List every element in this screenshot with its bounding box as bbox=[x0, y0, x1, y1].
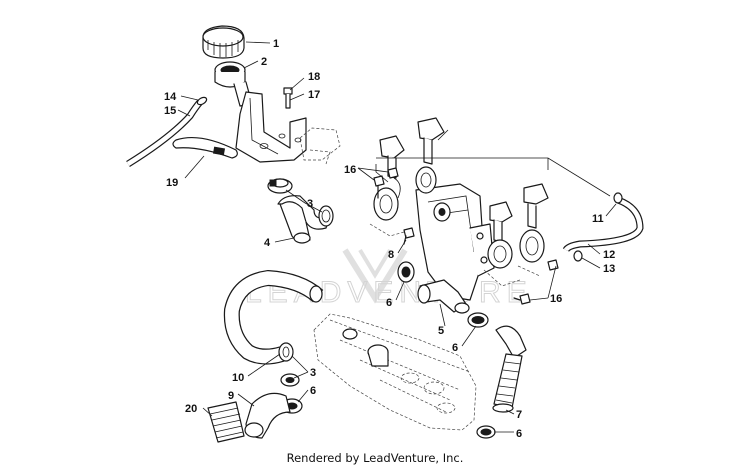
callout-6-pump: 6 bbox=[386, 297, 392, 309]
injector-lower-right[interactable] bbox=[517, 183, 549, 277]
callout-11: 11 bbox=[592, 213, 604, 225]
injector-lower-left[interactable] bbox=[483, 201, 521, 287]
injector-upper-left[interactable] bbox=[369, 135, 405, 237]
callout-12: 12 bbox=[603, 249, 615, 261]
callout-6-outlet: 6 bbox=[452, 342, 458, 354]
leader-lines bbox=[177, 41, 617, 433]
cylinder-head-ghost bbox=[313, 313, 477, 431]
callout-10: 10 bbox=[232, 372, 244, 384]
callout-15: 15 bbox=[164, 105, 176, 117]
callout-7: 7 bbox=[516, 409, 522, 421]
reservoir-bracket[interactable] bbox=[235, 91, 307, 163]
callout-6-lower: 6 bbox=[310, 385, 316, 397]
hose-clamp-lower-b[interactable] bbox=[280, 373, 300, 387]
hose-clamp-outlet[interactable] bbox=[467, 312, 489, 328]
hose-clamp-upper[interactable] bbox=[267, 178, 293, 194]
bolt-16-c[interactable] bbox=[513, 293, 531, 305]
corrugated-outlet-hose[interactable] bbox=[492, 325, 527, 413]
outlet-pipe[interactable] bbox=[417, 279, 470, 314]
callout-20: 20 bbox=[185, 403, 197, 415]
callout-4: 4 bbox=[264, 237, 271, 249]
filler-cap[interactable] bbox=[202, 25, 245, 59]
filler-neck[interactable] bbox=[214, 61, 253, 107]
bolt-16-a[interactable] bbox=[373, 175, 385, 199]
callout-3-lower: 3 bbox=[310, 367, 316, 379]
ghost-mount bbox=[299, 127, 341, 165]
callout-13: 13 bbox=[603, 263, 615, 275]
corrugated-hose[interactable] bbox=[207, 401, 245, 443]
callout-1: 1 bbox=[273, 38, 279, 50]
upper-elbow-hose[interactable] bbox=[277, 195, 331, 244]
cable-tie[interactable] bbox=[172, 137, 238, 159]
callout-17: 17 bbox=[308, 89, 320, 101]
callout-6-bottom: 6 bbox=[516, 428, 522, 440]
grouping-lines bbox=[375, 157, 611, 197]
callout-16-lower: 16 bbox=[550, 293, 562, 305]
head-fitting[interactable] bbox=[342, 328, 389, 367]
bypass-hose[interactable] bbox=[562, 196, 644, 252]
callout-8: 8 bbox=[388, 249, 394, 261]
hose-clamp-bottom[interactable] bbox=[476, 425, 496, 439]
hose-clamp-mid[interactable] bbox=[318, 205, 334, 227]
bolt-16-d[interactable] bbox=[547, 259, 559, 271]
callout-labels: 1 2 3 4 5 6 6 7 8 9 10 11 12 13 14 15 16… bbox=[164, 38, 615, 440]
injector-upper-right[interactable] bbox=[415, 117, 449, 194]
footer-credit: Rendered by LeadVenture, Inc. bbox=[286, 451, 464, 465]
hose-clamp-13[interactable] bbox=[573, 250, 583, 262]
coolant-hose-long[interactable] bbox=[223, 269, 324, 365]
water-pump-housing[interactable] bbox=[415, 183, 495, 301]
callout-19: 19 bbox=[166, 177, 178, 189]
callout-2: 2 bbox=[261, 56, 267, 68]
callout-14: 14 bbox=[164, 91, 177, 103]
hose-clamp-11[interactable] bbox=[613, 192, 623, 204]
bolt-8[interactable] bbox=[403, 227, 415, 245]
callout-9: 9 bbox=[228, 390, 234, 402]
hose-clamp-pump[interactable] bbox=[397, 261, 415, 283]
lower-elbow-hose[interactable] bbox=[244, 392, 291, 439]
callout-16-upper: 16 bbox=[344, 164, 356, 176]
tube-clamp[interactable] bbox=[196, 96, 208, 106]
callout-18: 18 bbox=[308, 71, 320, 83]
callout-3-upper: 3 bbox=[307, 198, 313, 210]
hose-clamp-lower-a[interactable] bbox=[278, 342, 294, 362]
callout-5: 5 bbox=[438, 325, 444, 337]
bolt-16-b[interactable] bbox=[387, 167, 399, 179]
bracket-screw[interactable] bbox=[283, 87, 293, 109]
